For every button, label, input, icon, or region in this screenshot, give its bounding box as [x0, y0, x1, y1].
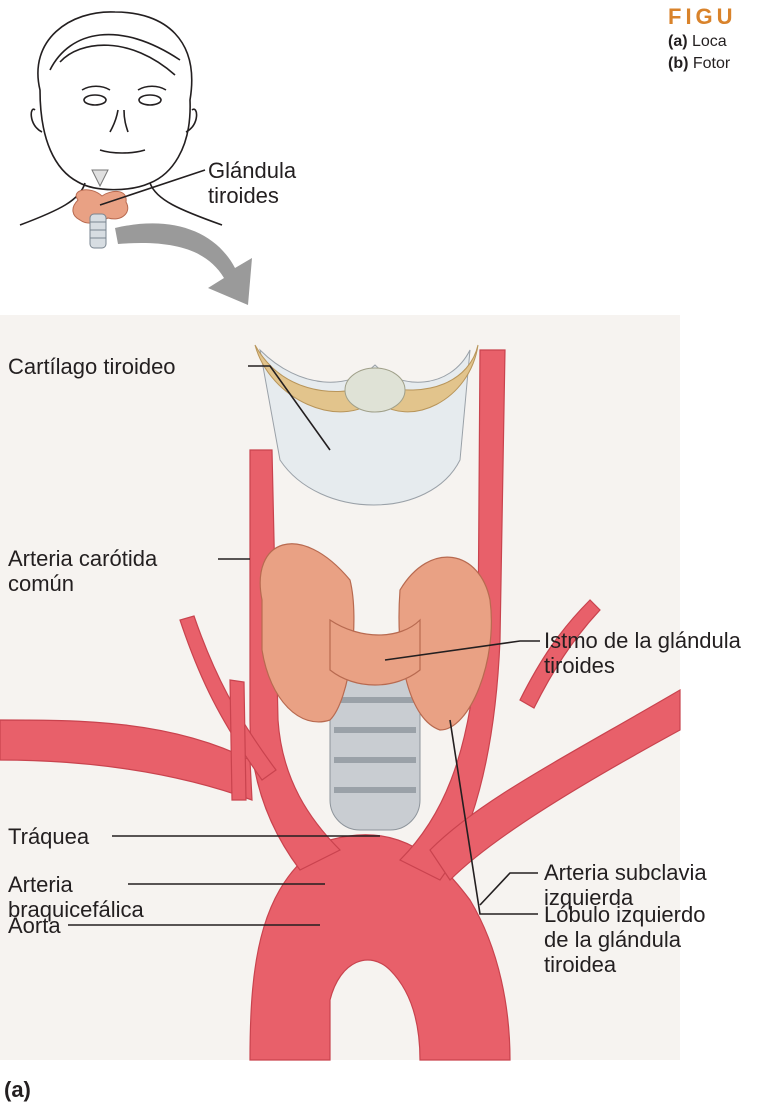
label-lobulo-izquierdo: Lóbulo izquierdo de la glándula tiroidea [544, 902, 705, 977]
label-traquea: Tráquea [8, 824, 89, 849]
label-istmo: Istmo de la glándula tiroides [544, 628, 741, 678]
label-cartilago-tiroideo: Cartílago tiroideo [8, 354, 176, 379]
caption-b: (b) Fotor [668, 54, 730, 74]
caption-b-text: Fotor [688, 55, 730, 72]
curved-arrow [115, 223, 252, 305]
panel-label: (a) [4, 1077, 31, 1103]
figure-title: FIGU [668, 4, 737, 30]
caption-a: (a) Loca [668, 32, 727, 52]
label-aorta: Aorta [8, 913, 61, 938]
caption-a-text: Loca [688, 33, 727, 50]
label-arteria-carotida: Arteria carótida común [8, 546, 157, 596]
caption-b-tag: (b) [668, 55, 688, 72]
label-glandula-tiroides: Glándula tiroides [208, 158, 296, 208]
caption-a-tag: (a) [668, 33, 688, 50]
